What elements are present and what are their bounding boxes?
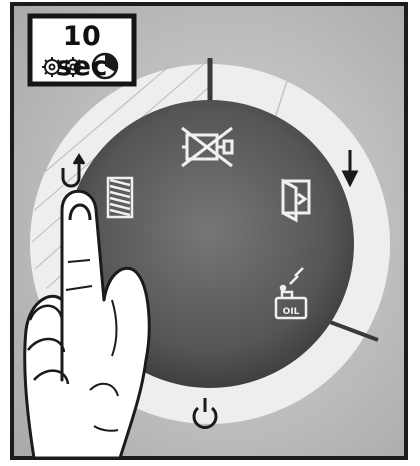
timer-duration-text: 10 sec <box>34 22 130 82</box>
oil-label: OIL <box>283 307 300 317</box>
